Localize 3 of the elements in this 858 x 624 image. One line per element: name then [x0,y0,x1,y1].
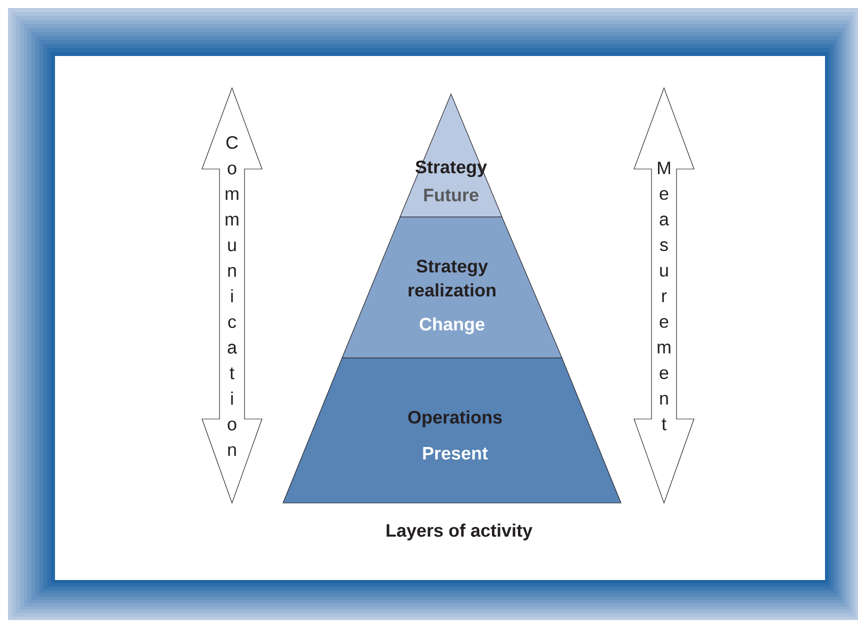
pyramid-layer: Operations Present [282,358,622,504]
pyramid-layer: Strategy realization Change [342,216,562,358]
caption: Layers of activity [386,524,532,540]
